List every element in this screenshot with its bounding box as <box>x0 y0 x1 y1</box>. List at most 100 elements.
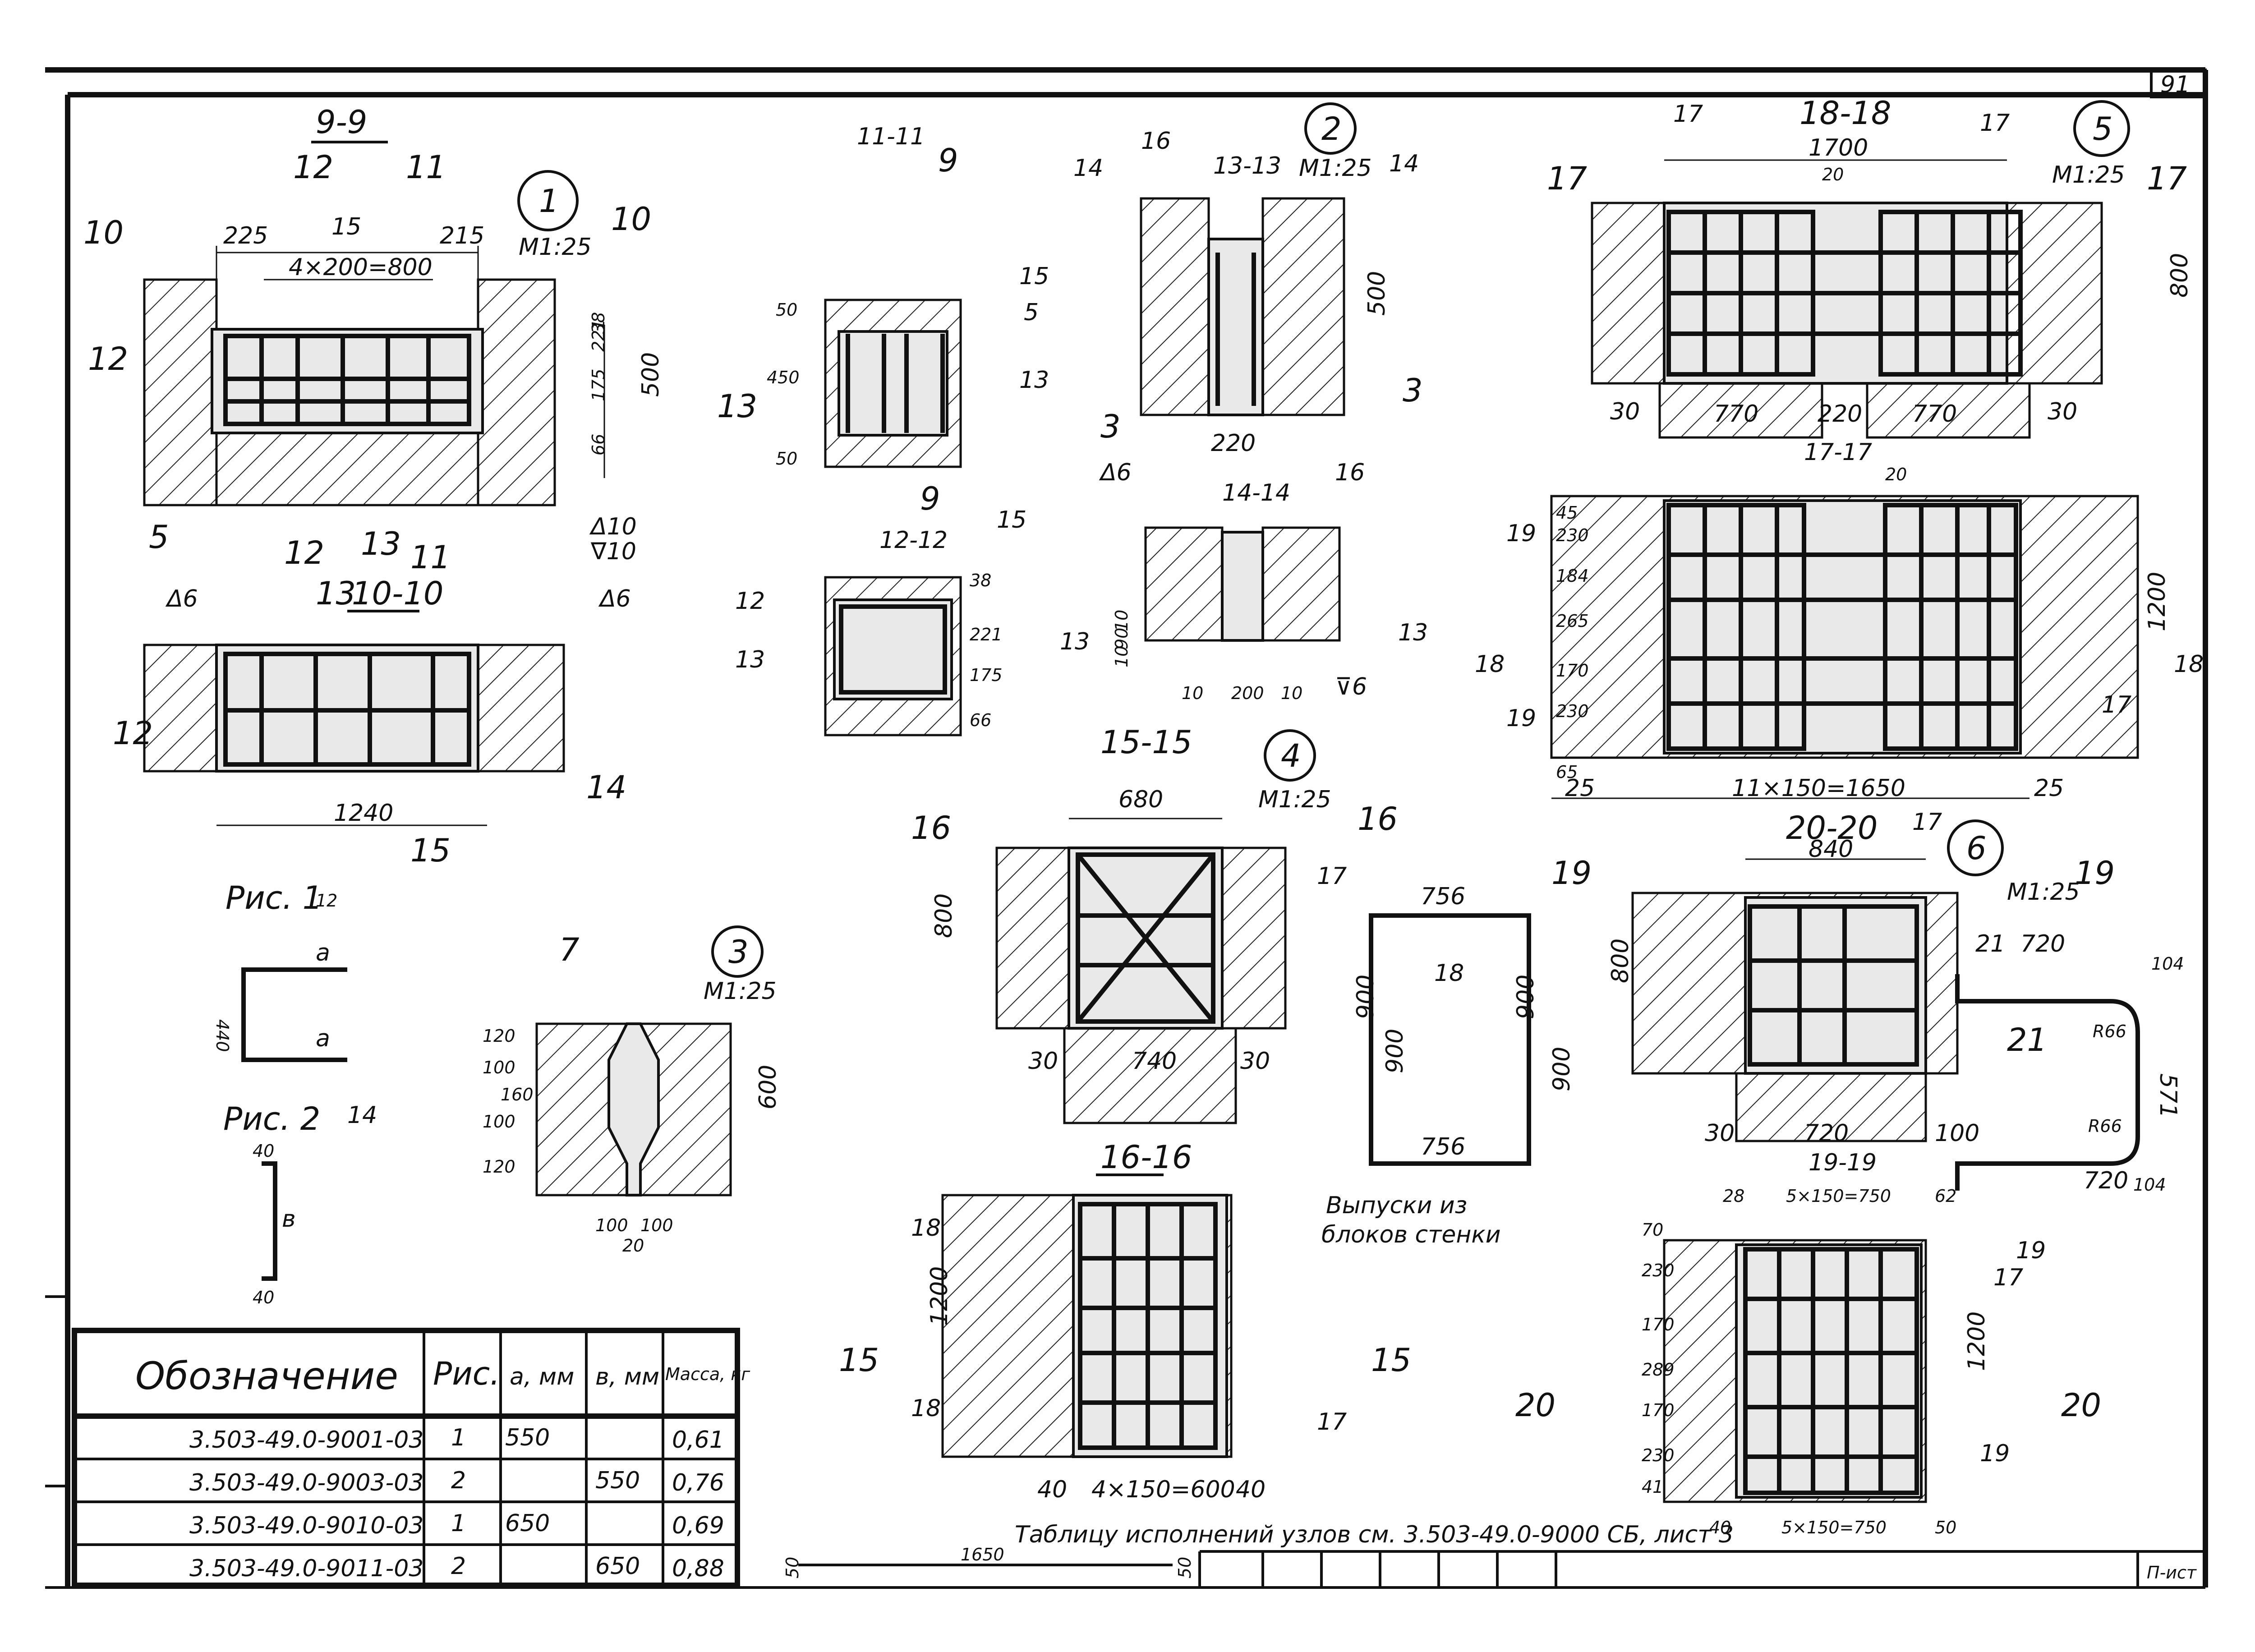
table-cell: 2 <box>451 1467 466 1494</box>
dim-1200: 1200 <box>2144 572 2171 631</box>
dim-25: 25 <box>2034 775 2064 802</box>
dim-450: 450 <box>767 368 800 387</box>
node-scale: М1:25 <box>704 978 777 1005</box>
dim-10: 10 <box>1112 646 1132 667</box>
bar-18-shape: 756 756 900 900 900 900 18 <box>1352 883 1575 1166</box>
callout-19: 19 <box>1506 705 1536 732</box>
dim-770: 770 <box>1714 400 1758 428</box>
dim-1650: 1650 <box>961 1545 1004 1565</box>
table-cell: 0,69 <box>672 1512 724 1539</box>
bar-21-shape: 720 104 R66 571 R66 104 720 21 <box>1955 930 2184 1195</box>
section-10-10: 10-10 1240 15 13 12 14 Δ6 Δ6 <box>113 575 631 869</box>
callout-12: 12 <box>88 341 128 377</box>
callout-15: 15 <box>1019 263 1049 290</box>
figure-label: Рис. 2 <box>223 1100 320 1137</box>
callout-16: 16 <box>1141 128 1171 155</box>
dim-680: 680 <box>1118 786 1163 813</box>
callout-20: 20 <box>2061 1387 2101 1424</box>
table-cell: 0,88 <box>672 1555 724 1582</box>
dim-170: 170 <box>1642 1400 1675 1420</box>
callout-15: 15 <box>839 1342 879 1379</box>
section-title: 15-15 <box>1100 724 1192 761</box>
node-marker <box>517 170 579 231</box>
dim-900: 900 <box>1548 1047 1575 1091</box>
callout-20: 20 <box>1515 1387 1555 1424</box>
callout-12: 12 <box>284 534 324 571</box>
table-header: а, мм <box>510 1363 574 1390</box>
dim-720: 720 <box>2020 930 2065 957</box>
dim-756: 756 <box>1421 883 1465 910</box>
figure-label: Рис. 1 <box>226 879 322 916</box>
node-scale: М1:25 <box>1299 155 1372 182</box>
node-scale: М1:25 <box>2052 161 2125 189</box>
bottom-strip: Таблицу исполнений узлов см. 3.503-49.0-… <box>782 1521 2205 1588</box>
callout-19: 19 <box>1506 520 1536 547</box>
dim-170: 170 <box>1556 661 1589 681</box>
callout-21: 21 <box>1975 930 2005 957</box>
dim-230: 230 <box>1642 1445 1675 1465</box>
figure-num: 12 <box>316 891 337 911</box>
callout-3: 3 <box>1403 372 1423 409</box>
weld-6: Δ6 <box>598 585 631 612</box>
callout-19: 19 <box>2075 855 2115 892</box>
dim-720: 720 <box>1804 1120 1849 1147</box>
callout-3: 3 <box>1100 408 1121 445</box>
weld-6: Δ6 <box>1099 459 1132 486</box>
dim-62: 62 <box>1935 1186 1956 1206</box>
dim-40: 40 <box>1037 1476 1067 1503</box>
dim-289: 289 <box>1642 1360 1675 1380</box>
dim-10: 10 <box>1112 610 1132 631</box>
dim-38: 38 <box>970 571 991 590</box>
table-header: Масса, кг <box>665 1364 750 1384</box>
callout-5: 5 <box>1024 299 1039 326</box>
dim-41: 41 <box>1642 1477 1663 1497</box>
dim-15: 15 <box>331 213 361 240</box>
dim-100: 100 <box>595 1215 628 1235</box>
table-cell: 0,61 <box>672 1427 724 1454</box>
dim-45: 45 <box>1556 503 1578 523</box>
dim-600: 600 <box>755 1065 782 1109</box>
dim-720: 720 <box>2084 1167 2128 1194</box>
dim-40: 40 <box>1236 1476 1266 1503</box>
dim-221: 221 <box>970 625 1003 644</box>
callout-19: 19 <box>1980 1440 2010 1467</box>
dim-120: 120 <box>483 1157 515 1177</box>
callout-10: 10 <box>611 201 651 238</box>
dim-a: a <box>316 1025 330 1052</box>
table-cell: 1 <box>451 1424 466 1451</box>
dim-1200: 1200 <box>1963 1311 1990 1371</box>
dim-175: 175 <box>970 665 1003 685</box>
dim-1200: 1200 <box>926 1266 953 1326</box>
callout-12: 12 <box>735 588 765 615</box>
callout-21: 21 <box>2007 1022 2047 1058</box>
dim-756: 756 <box>1421 1133 1465 1160</box>
dim-20: 20 <box>1885 465 1907 484</box>
section-title: 9-9 <box>316 104 367 141</box>
dim-100: 100 <box>1935 1120 1979 1147</box>
node-id: 4 <box>1281 737 1301 774</box>
figure-num: 14 <box>347 1102 377 1129</box>
callout-15: 15 <box>410 832 451 869</box>
section-title: 18-18 <box>1799 95 1891 132</box>
dim-160: 160 <box>501 1085 534 1104</box>
dim-30: 30 <box>1705 1120 1735 1147</box>
dim-40: 40 <box>1709 1518 1731 1537</box>
dim-28: 28 <box>1723 1186 1744 1206</box>
dim-20: 20 <box>622 1236 644 1256</box>
callout-17: 17 <box>1317 1408 1347 1436</box>
table-cell: 2 <box>451 1553 466 1580</box>
section-13-13: 13-13 2 М1:25 500 220 16 14 14 3 3 <box>1073 102 1423 457</box>
callout-17: 17 <box>1912 809 1942 836</box>
callout-16: 16 <box>1335 459 1365 486</box>
dim-100: 100 <box>640 1215 673 1235</box>
dim-5x150: 5×150=750 <box>1781 1518 1887 1537</box>
table-cell: 650 <box>505 1510 550 1537</box>
node-id: 5 <box>2093 110 2113 147</box>
dim-10: 10 <box>1281 683 1302 703</box>
weld-10: Δ10 <box>589 513 637 540</box>
table-cell: 650 <box>595 1553 640 1580</box>
section-title: 10-10 <box>352 575 443 612</box>
node-3: 3 М1:25 7 120 100 160 100 120 600 100 10… <box>483 925 782 1256</box>
dim-70: 70 <box>1642 1220 1663 1240</box>
